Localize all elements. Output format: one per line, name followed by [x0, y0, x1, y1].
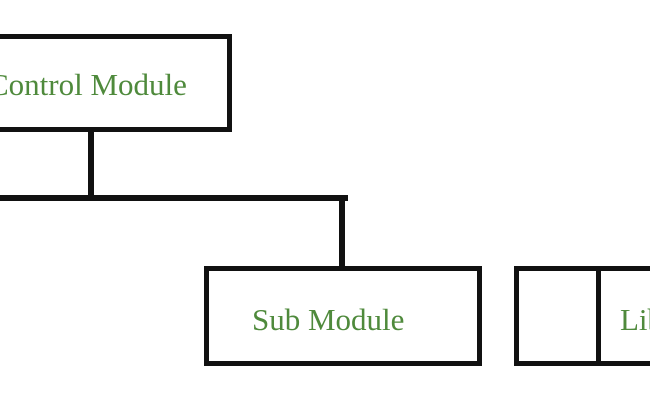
sub-module-label: Sub Module — [252, 302, 405, 337]
connector-to-sub-module — [339, 195, 345, 270]
control-module-label: Control Module — [0, 67, 187, 102]
connector-horizontal — [0, 195, 348, 201]
library-module-box — [514, 266, 650, 366]
connector-control-down — [88, 130, 94, 200]
sub-module-box — [204, 266, 482, 366]
control-module-box — [0, 34, 232, 132]
library-module-label: Library — [620, 302, 650, 337]
library-module-divider — [596, 266, 601, 366]
